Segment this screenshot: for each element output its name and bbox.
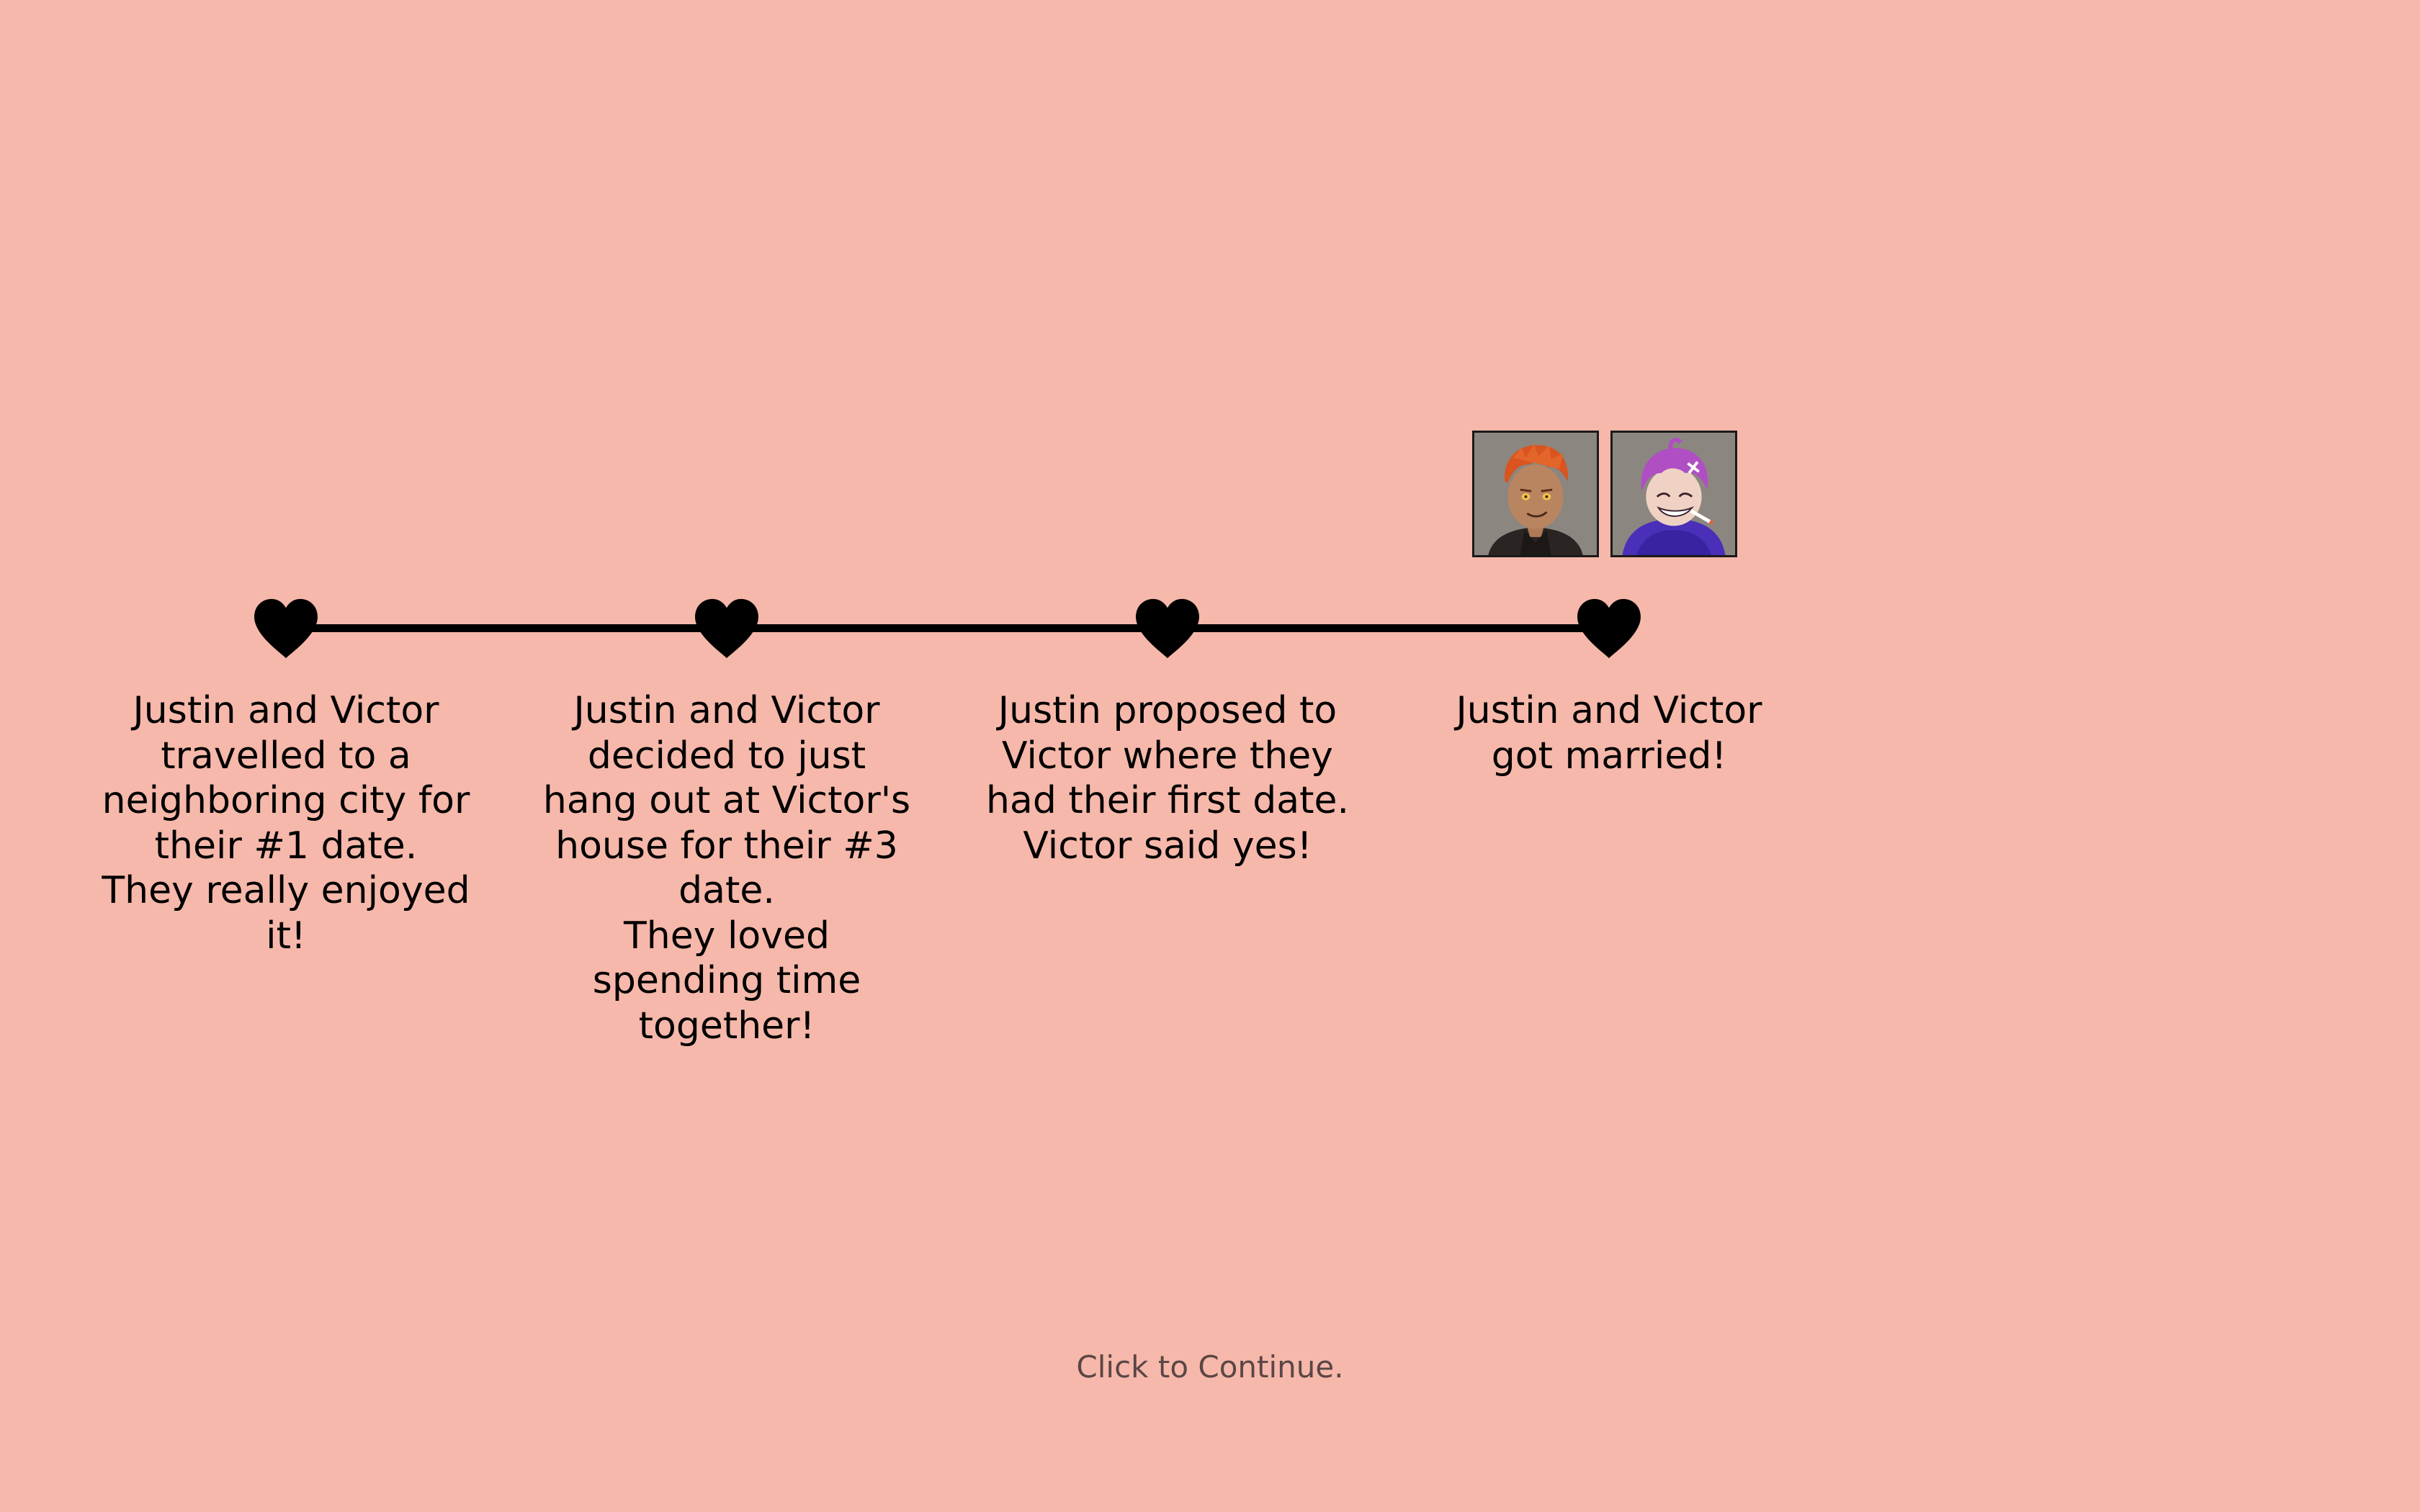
justin-portrait	[1472, 431, 1599, 557]
click-to-continue-prompt[interactable]: Click to Continue.	[1076, 1349, 1344, 1385]
heart-icon	[1574, 598, 1644, 660]
heart-icon	[251, 598, 321, 660]
victor-portrait	[1610, 431, 1737, 557]
timeline-event-text: Justin and Victor decided to just hang o…	[542, 689, 911, 1048]
heart-icon	[1133, 598, 1202, 660]
timeline-event-text: Justin and Victor travelled to a neighbo…	[102, 689, 470, 958]
timeline-line	[285, 624, 1610, 632]
heart-icon	[692, 598, 761, 660]
timeline-event-text: Justin proposed to Victor where they had…	[986, 689, 1349, 868]
timeline-event-text: Justin and Victor got married!	[1456, 689, 1762, 778]
